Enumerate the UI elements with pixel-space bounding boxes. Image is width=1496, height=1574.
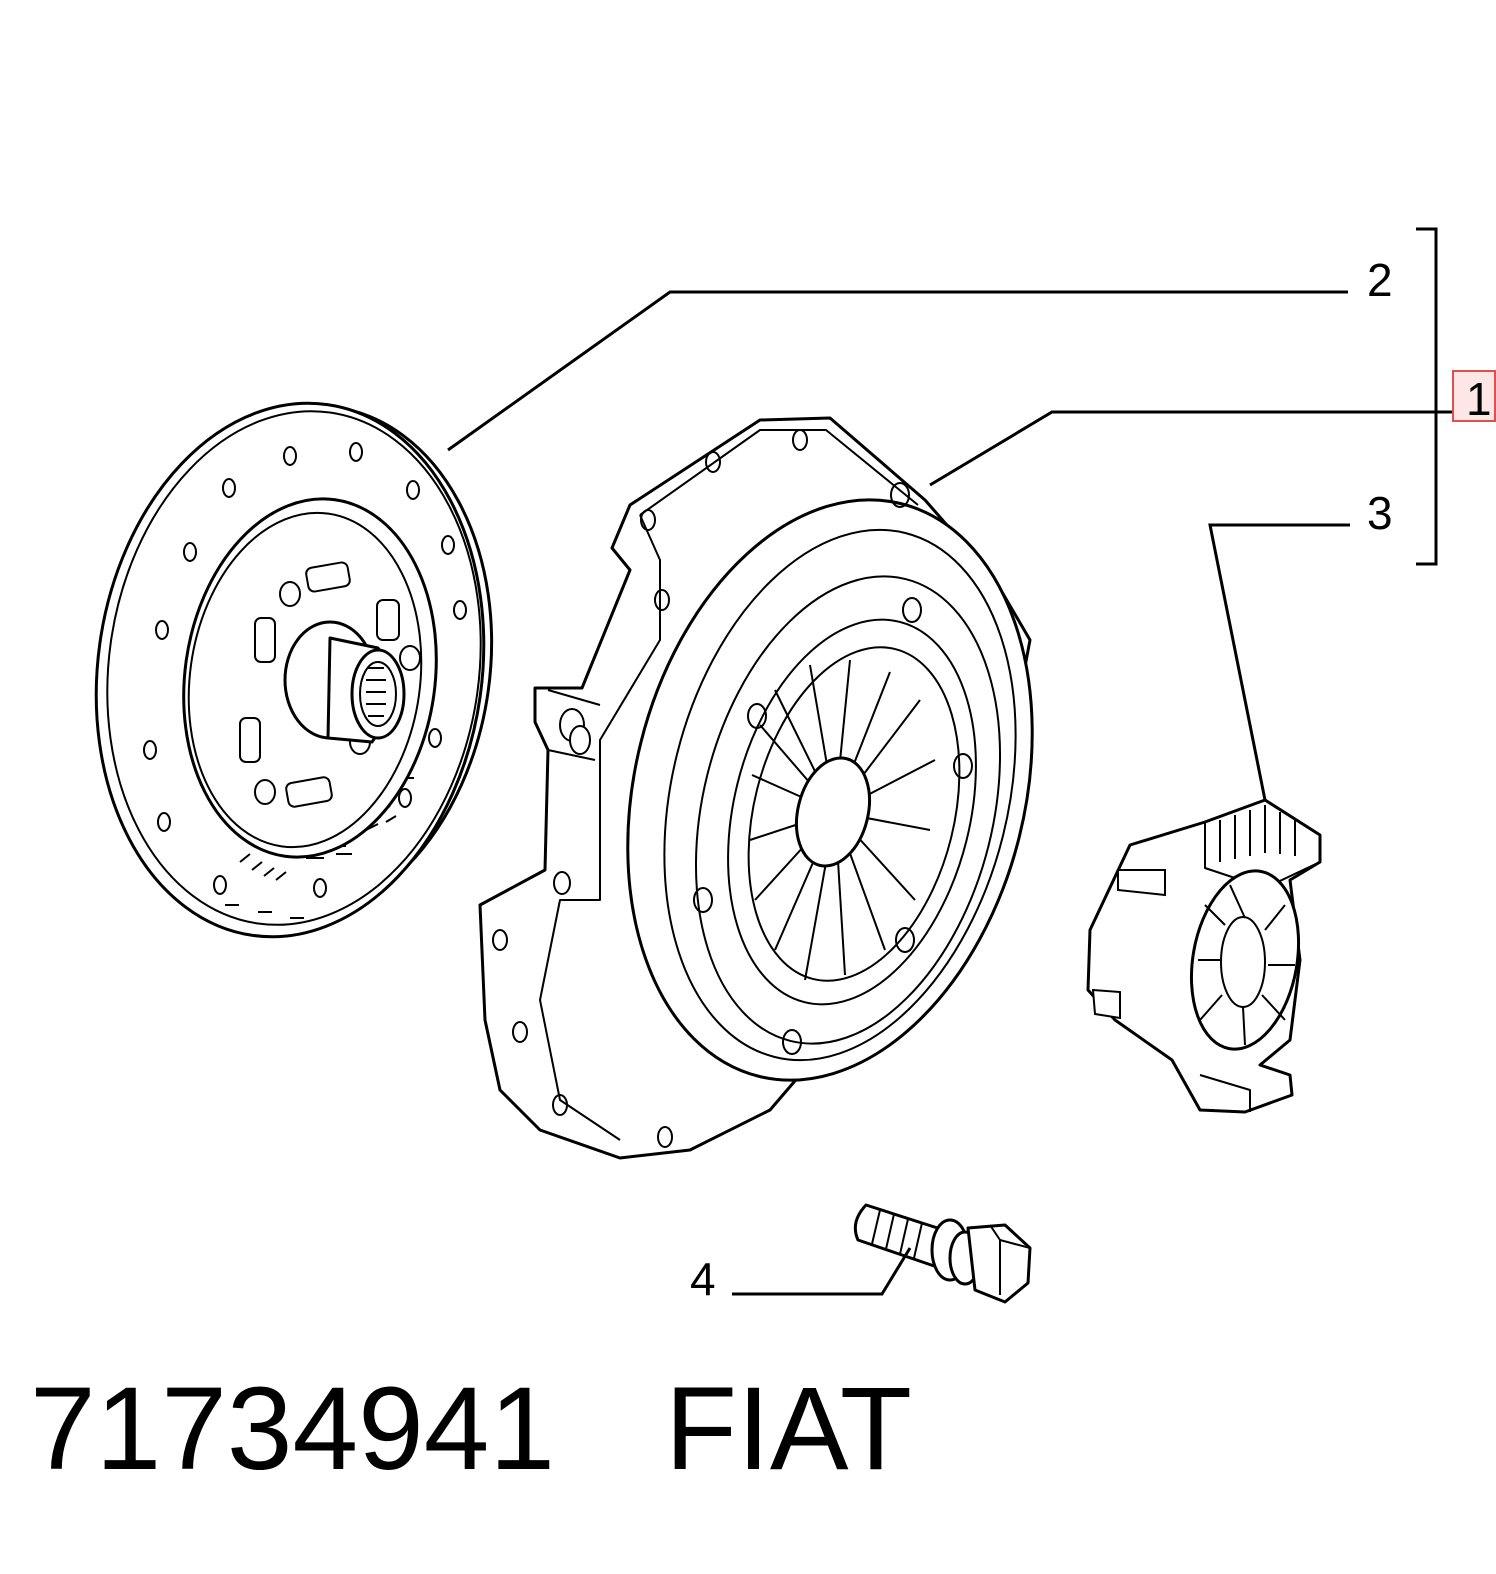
- callout-2-label[interactable]: 2: [1367, 254, 1393, 306]
- part-brand: FIAT: [665, 1363, 912, 1495]
- clutch-disc[interactable]: [63, 378, 525, 962]
- callout-1[interactable]: 1: [1452, 370, 1496, 425]
- release-bearing[interactable]: [1086, 798, 1322, 1114]
- callout-1-label: 1: [1466, 373, 1492, 425]
- callout-3-label[interactable]: 3: [1367, 487, 1393, 539]
- callout-4-label[interactable]: 4: [690, 1253, 716, 1305]
- cover-bolt-holes: [492, 429, 973, 1148]
- part-number: 71734941: [30, 1363, 556, 1495]
- bolt[interactable]: [853, 1203, 1032, 1304]
- callout-1-highlight: [1452, 370, 1496, 422]
- clutch-pressure-plate[interactable]: [478, 416, 1091, 1160]
- damper-springs: [239, 561, 400, 808]
- disc-rivet-holes: [143, 442, 467, 898]
- leader-lines: [447, 227, 1454, 1296]
